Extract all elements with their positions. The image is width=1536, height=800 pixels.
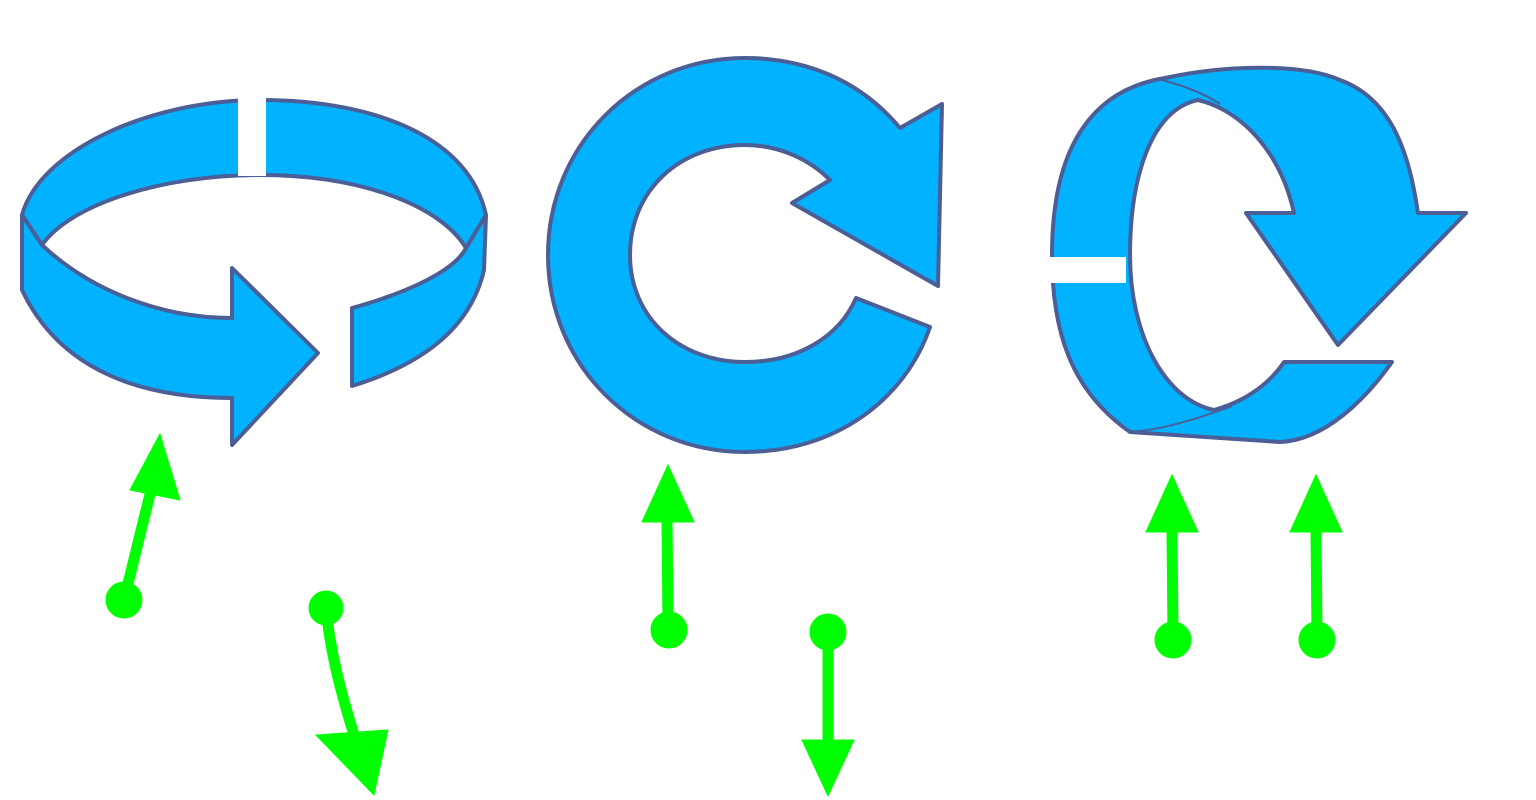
pointer-up-right-2-shaft [1310, 524, 1323, 642]
pointer-down-center-head [801, 739, 855, 798]
vertical-ring-body [1050, 65, 1468, 444]
ring-edge-top [1161, 79, 1221, 105]
horizontal-axis-gap [1010, 257, 1126, 283]
pointer-up-right-1-dot [1154, 621, 1192, 659]
pointer-up-right-1 [1145, 473, 1199, 659]
ring-edge-bottom [1129, 405, 1233, 433]
circle-arrow-body [546, 56, 944, 454]
horizontal-ring-rotation-arrow-icon [20, 68, 488, 447]
pointer-up-center-head [641, 463, 695, 523]
pointer-up-right-2-head [1289, 473, 1343, 533]
pointer-up-right-1-head [1145, 473, 1199, 533]
pointer-up-center-dot [650, 611, 688, 649]
pointer-down-left [308, 590, 389, 797]
pointer-up-center [641, 463, 695, 649]
vertical-ring-rotation-arrow-icon [1010, 65, 1468, 444]
pointer-up-right-1-shaft [1166, 524, 1179, 642]
pointer-up-left-shaft [118, 480, 158, 606]
pointer-up-left-dot [105, 581, 143, 619]
ring-front-band-arrow [20, 213, 320, 447]
pointer-up-right-2-dot [1298, 621, 1336, 659]
pointer-up-right-2 [1289, 473, 1343, 659]
circular-clockwise-arrow-icon [546, 56, 944, 454]
pointer-down-left-shaft [320, 602, 361, 744]
pointer-up-left-head [129, 432, 181, 501]
pointer-down-center [801, 613, 855, 798]
pointer-down-left-dot [308, 590, 344, 626]
pointer-down-left-head [314, 729, 389, 797]
pointer-up-left [105, 432, 181, 619]
vertical-axis-gap [238, 68, 266, 176]
pointer-down-center-dot [809, 613, 847, 651]
ring-tail-band [350, 213, 488, 388]
pointer-up-center-shaft [661, 514, 674, 634]
